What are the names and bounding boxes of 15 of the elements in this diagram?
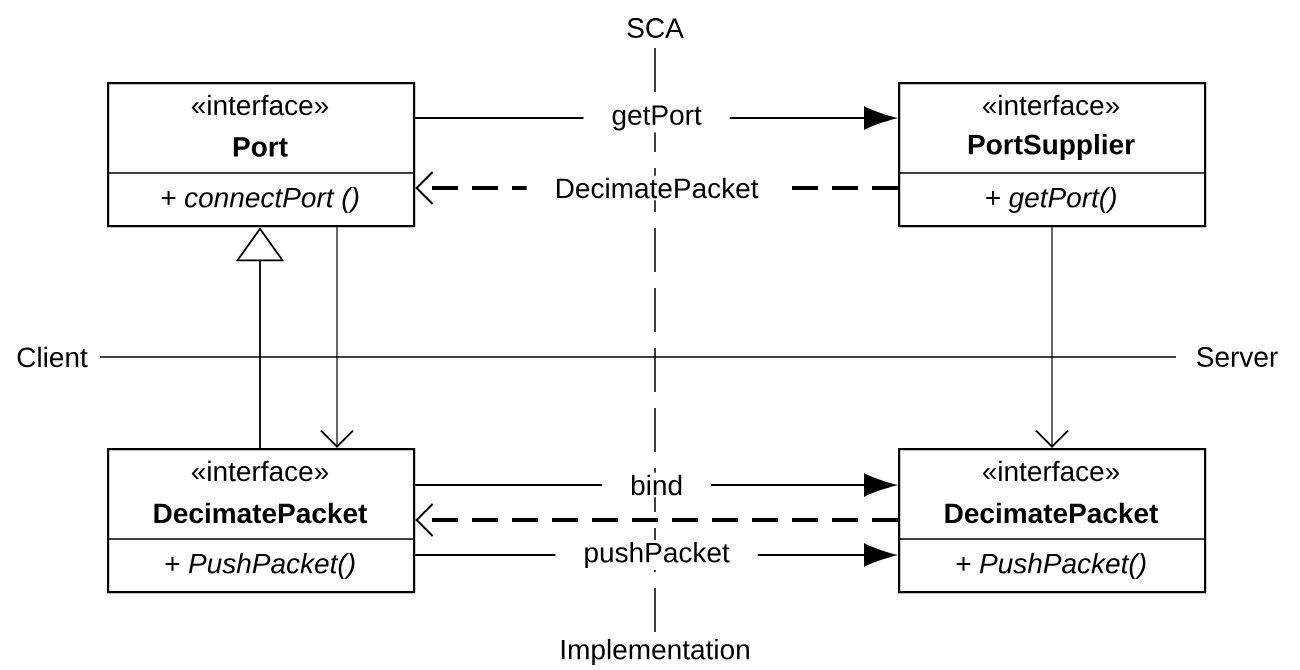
axis-label: SCA <box>622 14 688 42</box>
edge-label: pushPacket <box>555 539 758 571</box>
edge-label: bind <box>602 472 712 498</box>
edge-label: DecimatePacket <box>526 175 787 201</box>
dashed-arrow <box>415 503 898 537</box>
class-box: «interface» PortSupplier + getPort() <box>897 82 1207 228</box>
arrow <box>1035 226 1069 448</box>
axis-label: Client <box>12 342 92 372</box>
class-box: «interface» Port + connectPort () <box>106 82 416 228</box>
arrow <box>320 226 354 448</box>
class-box: «interface» DecimatePacket + PushPacket() <box>897 448 1207 594</box>
axis-label: Implementation <box>555 634 755 670</box>
axis-label: Server <box>1191 343 1283 371</box>
edge-label: getPort <box>583 103 730 133</box>
class-box: «interface» DecimatePacket + PushPacket() <box>106 448 416 594</box>
